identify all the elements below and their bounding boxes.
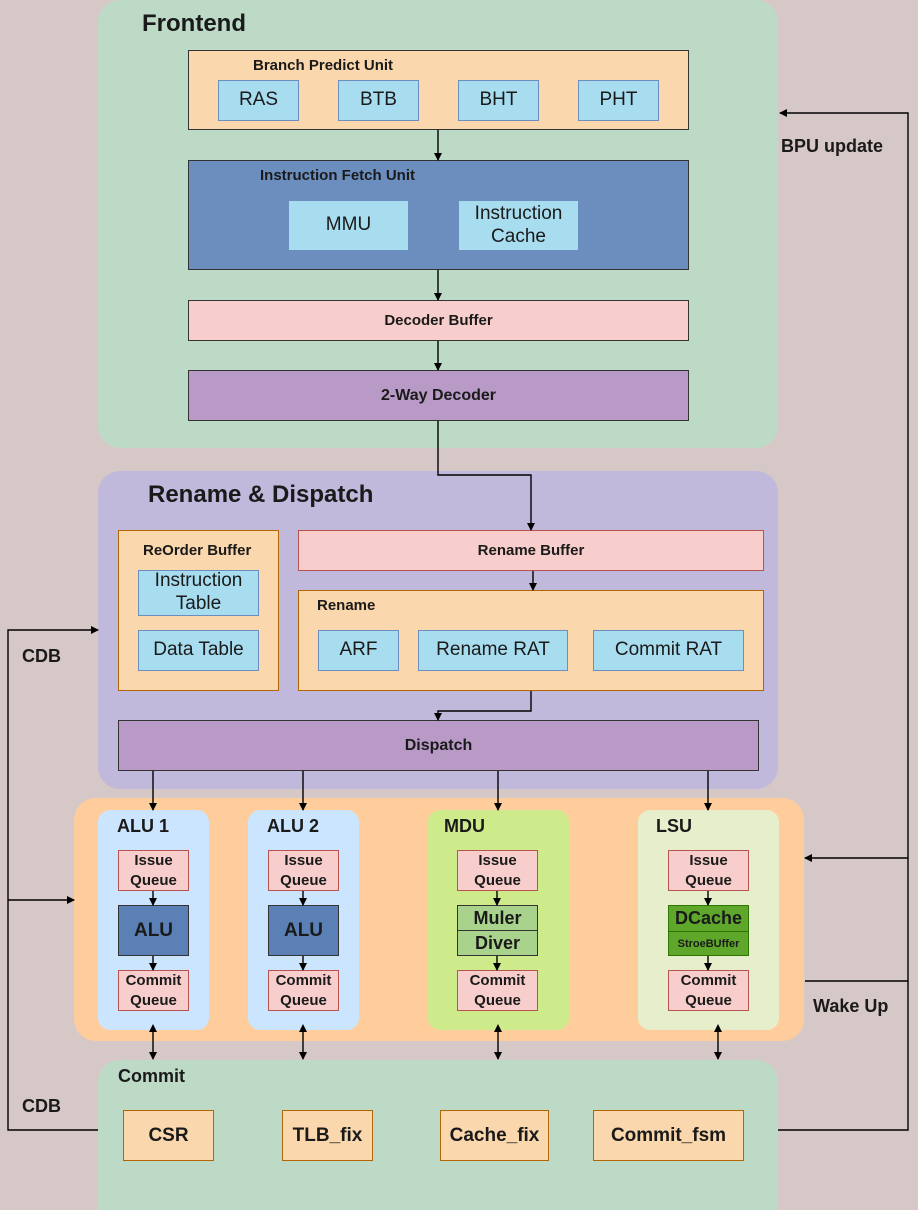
alu2-cq-line2: Queue xyxy=(280,991,327,1009)
mdu-cq-line2: Queue xyxy=(474,991,521,1009)
alu2-iq-line2: Queue xyxy=(280,871,327,889)
rename-to-dispatch-arrow xyxy=(434,691,532,721)
alu1-cq-line2: Queue xyxy=(130,991,177,1009)
mmu-block: MMU xyxy=(288,200,409,251)
rob-title: ReOrder Buffer xyxy=(143,542,252,559)
bpu-title: Branch Predict Unit xyxy=(253,57,394,74)
alu2-iq-line1: Issue xyxy=(284,852,323,869)
alu2-core: ALU xyxy=(268,905,339,956)
dcache-block: DCache xyxy=(668,905,749,932)
alu1-iq-line1: Issue xyxy=(134,852,173,869)
cdb-bottom-label: CDB xyxy=(22,1096,61,1116)
alu2-title: ALU 2 xyxy=(267,816,320,836)
two-way-decoder: 2-Way Decoder xyxy=(188,370,689,421)
rename-rat-block: Rename RAT xyxy=(418,630,568,671)
alu1-cq-line1: Commit xyxy=(125,972,182,989)
instruction-table-line1: Instruction xyxy=(154,570,243,592)
alu1-commit-queue: Commit Queue xyxy=(118,970,189,1011)
dispatch-block: Dispatch xyxy=(118,720,759,771)
data-table-block: Data Table xyxy=(138,630,259,671)
ras-block: RAS xyxy=(218,80,299,121)
icache-label-line2: Cache xyxy=(491,225,546,247)
alu1-issue-queue: Issue Queue xyxy=(118,850,189,891)
store-buffer-block: StroeBUffer xyxy=(668,931,749,956)
alu1-iq-line2: Queue xyxy=(130,871,177,889)
pht-block: PHT xyxy=(578,80,659,121)
instruction-fetch-unit xyxy=(188,160,689,270)
mdu-title: MDU xyxy=(444,816,485,836)
lsu-issue-queue: Issue Queue xyxy=(668,850,749,891)
instruction-cache-block: Instruction Cache xyxy=(458,200,579,251)
alu2-issue-queue: Issue Queue xyxy=(268,850,339,891)
lsu-commit-queue: Commit Queue xyxy=(668,970,749,1011)
icache-label-line1: Instruction xyxy=(474,202,563,224)
alu1-title: ALU 1 xyxy=(117,816,170,836)
decoder-to-rename-buffer-arrow xyxy=(437,421,535,531)
commit-rat-block: Commit RAT xyxy=(593,630,744,671)
mdu-iq-line1: Issue xyxy=(478,852,517,869)
lsu-iq-line1: Issue xyxy=(689,852,728,869)
lsu-cq-line2: Queue xyxy=(685,991,732,1009)
alu2-cq-line1: Commit xyxy=(275,972,332,989)
rename-dispatch-title: Rename & Dispatch xyxy=(148,481,374,508)
commit-title: Commit xyxy=(118,1066,185,1086)
arf-block: ARF xyxy=(318,630,399,671)
lsu-title: LSU xyxy=(656,816,692,836)
bht-block: BHT xyxy=(458,80,539,121)
mdu-iq-line2: Queue xyxy=(474,871,521,889)
rename-title: Rename xyxy=(317,597,376,614)
mdu-commit-queue: Commit Queue xyxy=(457,970,538,1011)
diver-block: Diver xyxy=(457,930,538,956)
ifu-title: Instruction Fetch Unit xyxy=(260,167,415,184)
cdb-top-label: CDB xyxy=(22,646,61,666)
mdu-cq-line1: Commit xyxy=(469,972,526,989)
lsu-cq-line1: Commit xyxy=(680,972,737,989)
tlb-fix-block: TLB_fix xyxy=(282,1110,373,1161)
bpu-update-arrow xyxy=(778,109,909,1131)
btb-block: BTB xyxy=(338,80,419,121)
instruction-table-line2: Table xyxy=(175,593,222,614)
frontend-title: Frontend xyxy=(142,10,246,37)
csr-block: CSR xyxy=(123,1110,214,1161)
wake-up-label: Wake Up xyxy=(813,996,889,1016)
instruction-table-block: Instruction Table xyxy=(138,570,259,616)
alu2-commit-queue: Commit Queue xyxy=(268,970,339,1011)
commit-fsm-block: Commit_fsm xyxy=(593,1110,744,1161)
bpu-update-label: BPU update xyxy=(781,136,884,156)
lsu-iq-line2: Queue xyxy=(685,871,732,889)
cdb-to-rob-arrow xyxy=(7,626,99,1131)
mdu-issue-queue: Issue Queue xyxy=(457,850,538,891)
cache-fix-block: Cache_fix xyxy=(440,1110,549,1161)
